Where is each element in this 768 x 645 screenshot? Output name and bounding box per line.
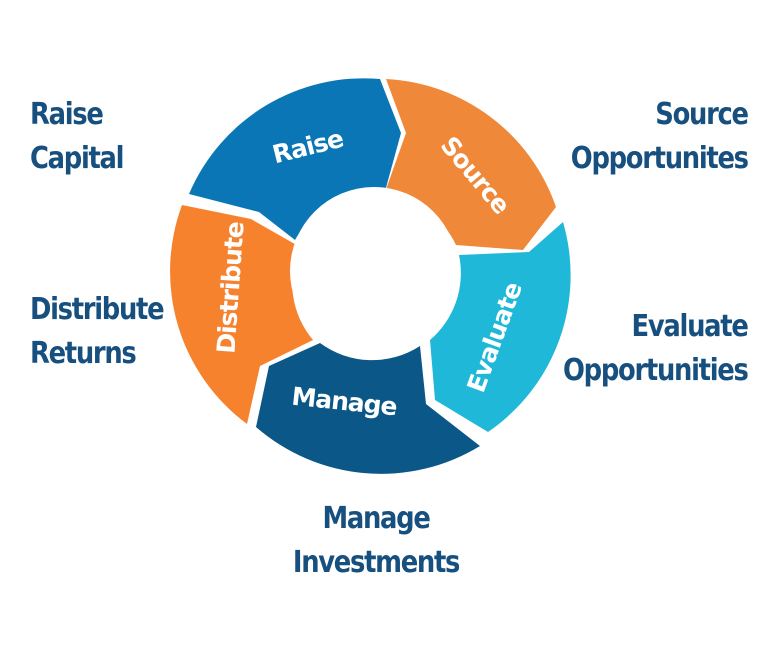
center-hole [290,187,458,355]
label-evaluate-opportunities-line-1: Evaluate [632,309,749,344]
label-source-opportunities: Source Opportunites [571,93,750,181]
segment-distribute [170,205,313,424]
label-distribute-returns-line-1: Distribute [30,292,165,327]
label-source-opportunities-line-1: Source [655,97,750,132]
label-distribute-returns: Distribute Returns [30,288,165,376]
segment-manage [256,343,480,474]
label-manage-investments-line-2: Investments [292,545,461,580]
label-evaluate-opportunities-line-2: Opportunities [563,353,750,388]
label-raise-capital-line-2: Capital [30,141,125,176]
label-raise-capital: Raise Capital [30,93,125,181]
label-source-opportunities-line-2: Opportunites [571,141,749,176]
label-manage-investments: Manage Investments [247,497,505,585]
segment-evaluate [430,222,571,432]
label-distribute-returns-line-2: Returns [30,336,137,371]
label-manage-investments-line-1: Manage [322,501,430,536]
label-raise-capital-line-1: Raise [30,97,104,132]
segment-raise [189,78,401,240]
label-evaluate-opportunities: Evaluate Opportunities [563,305,750,393]
